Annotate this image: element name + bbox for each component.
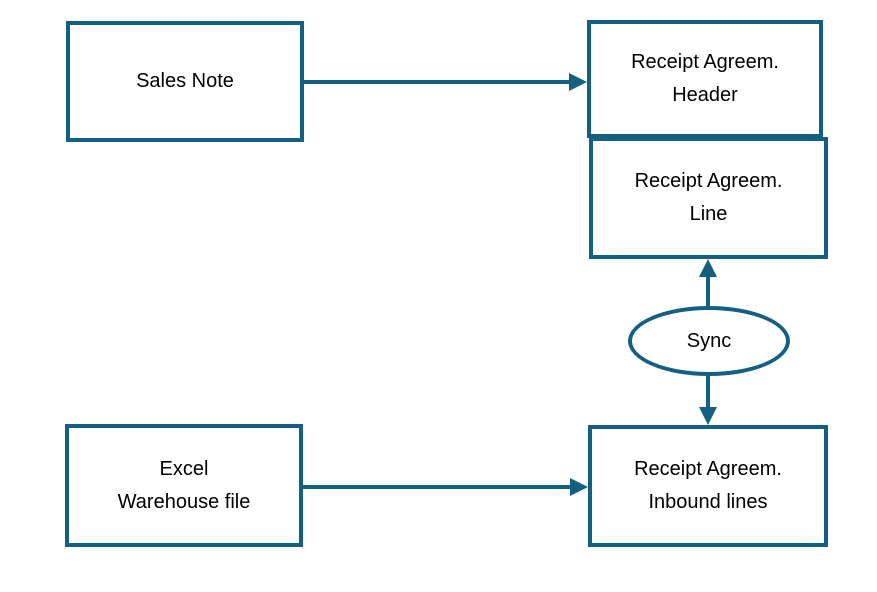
arrow-sync-to-line-arrowhead-icon (699, 259, 717, 277)
arrow-sync-to-inbound-arrowhead-icon (699, 407, 717, 425)
node-receipt-agreement-inbound-lines-label-line1: Receipt Agreem. (634, 458, 782, 480)
arrow-sales-note-to-header-arrowhead-icon (569, 73, 587, 91)
arrow-excel-to-inbound-shaft (303, 485, 570, 489)
node-receipt-agreement-line-label-line1: Receipt Agreem. (634, 170, 783, 192)
node-sync-label: Sync (686, 329, 732, 352)
node-sync: Sync (628, 306, 790, 376)
node-sales-note-label: Sales Note (136, 70, 234, 92)
node-sales-note: Sales Note (66, 21, 304, 142)
arrow-sales-note-to-header-shaft (304, 80, 569, 84)
node-receipt-agreement-inbound-lines-label-line2: Inbound lines (648, 491, 768, 513)
node-receipt-agreement-header-label-line1: Receipt Agreem. (631, 51, 779, 73)
node-receipt-agreement-inbound-lines: Receipt Agreem. Inbound lines (588, 425, 828, 547)
node-receipt-agreement-line: Receipt Agreem. Line (589, 137, 828, 259)
node-excel-warehouse-file-label-line2: Warehouse file (117, 490, 251, 513)
arrow-sync-to-line-shaft (706, 275, 710, 307)
arrow-excel-to-inbound-arrowhead-icon (570, 478, 588, 496)
node-receipt-agreement-line-label-line2: Line (689, 203, 728, 225)
node-receipt-agreement-header: Receipt Agreem. Header (587, 20, 823, 138)
arrow-sync-to-inbound-shaft (706, 376, 710, 408)
node-excel-warehouse-file: Excel Warehouse file (65, 424, 303, 547)
node-excel-warehouse-file-label-line1: Excel (159, 457, 209, 480)
node-receipt-agreement-header-label-line2: Header (672, 84, 738, 106)
